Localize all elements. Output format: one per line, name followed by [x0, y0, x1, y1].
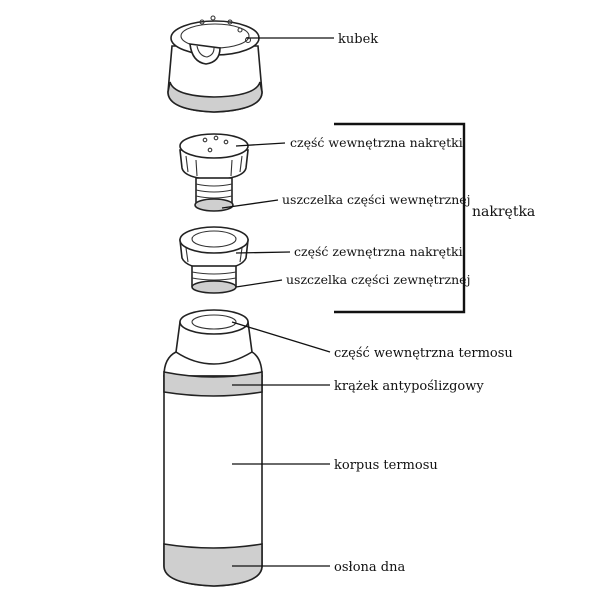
cup-part — [167, 15, 263, 113]
leader-outer-seal — [235, 279, 283, 288]
label-body: korpus termosu — [334, 458, 438, 473]
leader-inner-cap — [235, 142, 286, 147]
leader-inner-body — [231, 321, 331, 353]
label-kubek: kubek — [338, 32, 378, 47]
leader-inner-seal — [221, 199, 279, 209]
label-inner-seal: uszczelka części wewnętrznej — [282, 192, 471, 207]
label-ring: krążek antypoślizgowy — [334, 379, 484, 394]
label-inner-body: część wewnętrzna termosu — [334, 346, 513, 361]
label-outer-seal: uszczelka części zewnętrznej — [286, 272, 470, 287]
label-nakretka: nakrętka — [472, 204, 535, 220]
label-inner-cap: część wewnętrzna nakrętki — [290, 135, 463, 150]
leader-outer-cap — [235, 251, 291, 254]
label-outer-cap: część zewnętrzna nakrętki — [294, 244, 463, 259]
label-base: osłona dna — [334, 560, 405, 575]
outer-cap-part — [179, 226, 249, 294]
nakretka-bracket — [334, 122, 466, 314]
inner-cap-part — [179, 133, 249, 212]
thermos-body-part — [163, 309, 263, 587]
